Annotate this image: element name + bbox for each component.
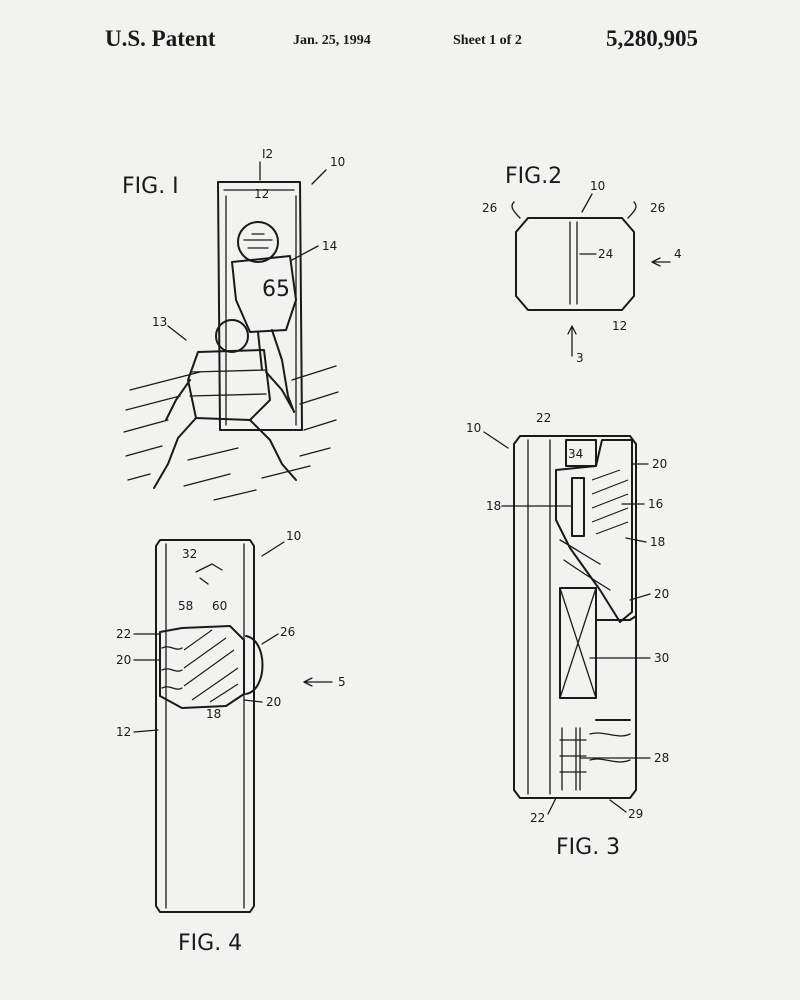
fig4-ref-5: 5 [338, 675, 346, 689]
fig1-ref-14: 14 [322, 239, 337, 253]
fig3-ref-18-right: 18 [650, 535, 665, 549]
fig4-hatch [184, 630, 238, 702]
fig1-jersey-number: 65 [262, 277, 290, 302]
fig3-ref-28: 28 [654, 751, 669, 765]
fig3-ref-16: 16 [648, 497, 663, 511]
fig4-ref-58: 58 [178, 599, 193, 613]
fig3-ref-20-top: 20 [652, 457, 667, 471]
fig3-ref-30: 30 [654, 651, 669, 665]
fig2-label: FIG.2 [505, 164, 562, 189]
fig4-ref-26: 26 [280, 625, 295, 639]
fig2-ref-26-left: 26 [482, 201, 497, 215]
fig1-ref-10: 10 [330, 155, 345, 169]
fig1-lineman-helmet [216, 320, 248, 352]
fig1-pad-edges [224, 190, 296, 425]
figure-2: FIG.2 10 26 26 24 4 12 3 [482, 164, 682, 365]
fig2-ref-24: 24 [598, 247, 613, 261]
fig1-ref-12: 12 [254, 187, 269, 201]
figure-4: FIG. 4 10 32 58 60 26 22 20 5 18 20 12 [116, 529, 346, 956]
fig2-ref-3: 3 [576, 351, 584, 365]
fig2-ref-26-right: 26 [650, 201, 665, 215]
fig3-ref-20-mid: 20 [654, 587, 669, 601]
fig4-ref-22: 22 [116, 627, 131, 641]
fig4-ref-18: 18 [206, 707, 221, 721]
fig2-slot [570, 222, 577, 304]
fig4-ref-32: 32 [182, 547, 197, 561]
fig3-insert [572, 478, 584, 536]
fig1-player-helmet [238, 222, 278, 262]
fig3-label: FIG. 3 [556, 835, 620, 860]
fig1-ref-13: 13 [152, 315, 167, 329]
fig4-ref-60: 60 [212, 599, 227, 613]
fig1-ref-12-top: I2 [262, 147, 273, 161]
fig2-ref-12: 12 [612, 319, 627, 333]
fig1-label: FIG. I [122, 174, 179, 199]
fig3-ref-10: 10 [466, 421, 481, 435]
fig2-ref-10: 10 [590, 179, 605, 193]
figure-3: FIG. 3 10 22 34 20 16 18 18 20 30 28 [466, 411, 669, 860]
fig1-lineman-body [188, 350, 270, 420]
fig4-ref-12: 12 [116, 725, 131, 739]
fig3-ref-22-bottom: 22 [530, 811, 545, 825]
fig2-handles [512, 202, 636, 218]
fig4-pad-outline [156, 540, 254, 912]
fig3-ref-29: 29 [628, 807, 643, 821]
figure-1: FIG. I 65 I2 12 10 14 13 [122, 147, 345, 500]
fig3-hatch [592, 470, 628, 534]
fig3-ref-34: 34 [568, 447, 583, 461]
fig4-label: FIG. 4 [178, 931, 242, 956]
fig3-ref-18-left: 18 [486, 499, 501, 513]
fig4-ref-20-left: 20 [116, 653, 131, 667]
fig3-ref-22-top: 22 [536, 411, 551, 425]
fig2-ref-4: 4 [674, 247, 682, 261]
fig4-ref-20-right: 20 [266, 695, 281, 709]
fig4-ref-10: 10 [286, 529, 301, 543]
fig1-lineman-legs [154, 418, 296, 488]
fig1-ground-lines [124, 366, 338, 500]
fig4-cutaway [160, 626, 244, 708]
fig1-pad-outline [218, 182, 302, 430]
fig2-pad-top-view [516, 218, 634, 310]
fig3-stitch [562, 728, 580, 790]
